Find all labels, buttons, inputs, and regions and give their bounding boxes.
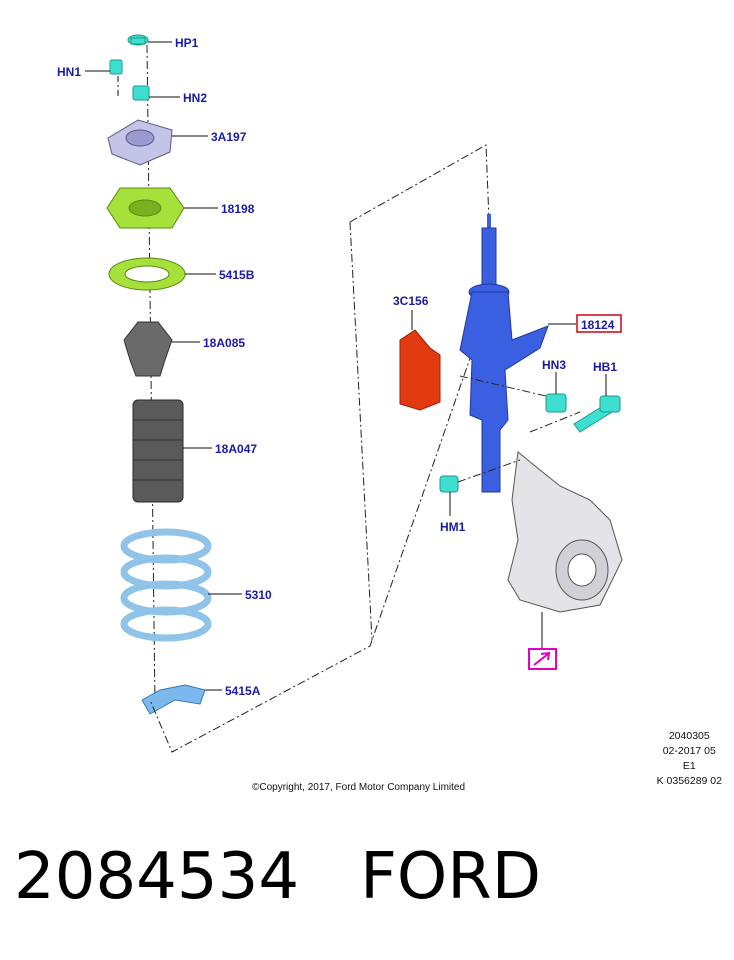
part-number-title: 2084534 FORD [14,840,541,914]
assembly-frame [149,144,493,753]
callout-18198: 18198 [221,202,255,216]
fastener-guides [457,375,581,483]
hp1-cap: HP1 [127,34,199,50]
steering-knuckle [507,451,623,648]
callout-3c156: 3C156 [393,294,429,308]
strut: 18124 [459,214,622,493]
exploded-diagram: HP1 HN1 HN2 3A197 18198 5415B 18A085 [57,34,623,753]
callout-hn2: HN2 [183,91,207,105]
callout-5415b: 5415B [219,268,255,282]
hn2-nut: HN2 [132,85,207,105]
callout-18a047: 18A047 [215,442,257,456]
callout-hp1: HP1 [175,36,199,50]
callout-hb1: HB1 [593,360,617,374]
top-mount: 3A197 [107,119,247,166]
callout-hn1: HN1 [57,65,81,79]
callout-18a085: 18A085 [203,336,245,350]
highlight-arrow-box [528,648,557,670]
assembly-axis [146,44,156,706]
callout-18124: 18124 [581,318,615,332]
hn3-nut: HN3 [542,358,567,413]
hb1-bolt: HB1 [573,360,621,433]
illustration-number: 2040305 [668,730,710,742]
edition: E1 [682,760,696,772]
hm1-nut: HM1 [439,475,466,534]
date-code: 02-2017 05 [662,745,716,757]
dust-boot: 18A047 [132,399,257,503]
callout-3a197: 3A197 [211,130,247,144]
upper-spring-seat: 18198 [106,187,255,229]
callout-5415a: 5415A [225,684,261,698]
coil-spring: 5310 [120,528,272,642]
callout-5310: 5310 [245,588,272,602]
hn1-nut: HN1 [57,59,123,98]
upper-insulator: 5415B [108,257,255,291]
bracket: 3C156 [393,294,441,411]
catalog-code: K 0356289 02 [656,775,722,787]
bump-stop: 18A085 [123,321,245,377]
lower-insulator: 5415A [141,684,261,715]
illustration-metadata: 2040305 02-2017 05 E1 K 0356289 02 [657,729,722,789]
callout-hn3: HN3 [542,358,566,372]
highlight-strut [576,314,622,333]
copyright-notice: ©Copyright, 2017, Ford Motor Company Lim… [252,782,466,793]
callout-hm1: HM1 [440,520,466,534]
